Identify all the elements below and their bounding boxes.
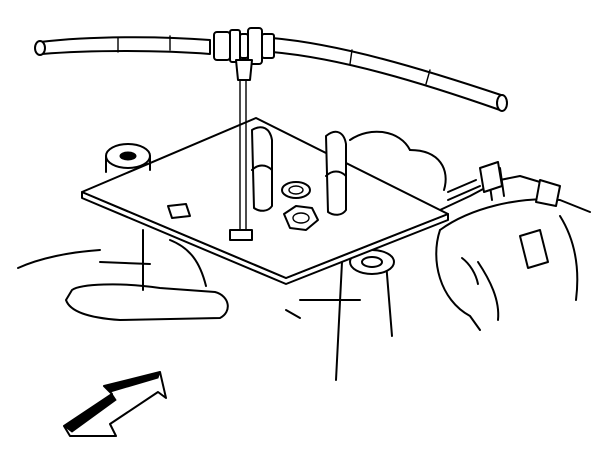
- vacuum-hose: [34, 35, 508, 112]
- retaining-nut: [283, 205, 319, 231]
- front-direction-arrow: [63, 371, 167, 437]
- plate-brackets: [251, 126, 447, 216]
- hose-fitting-clip: [213, 27, 275, 241]
- engine-outline: [17, 161, 591, 381]
